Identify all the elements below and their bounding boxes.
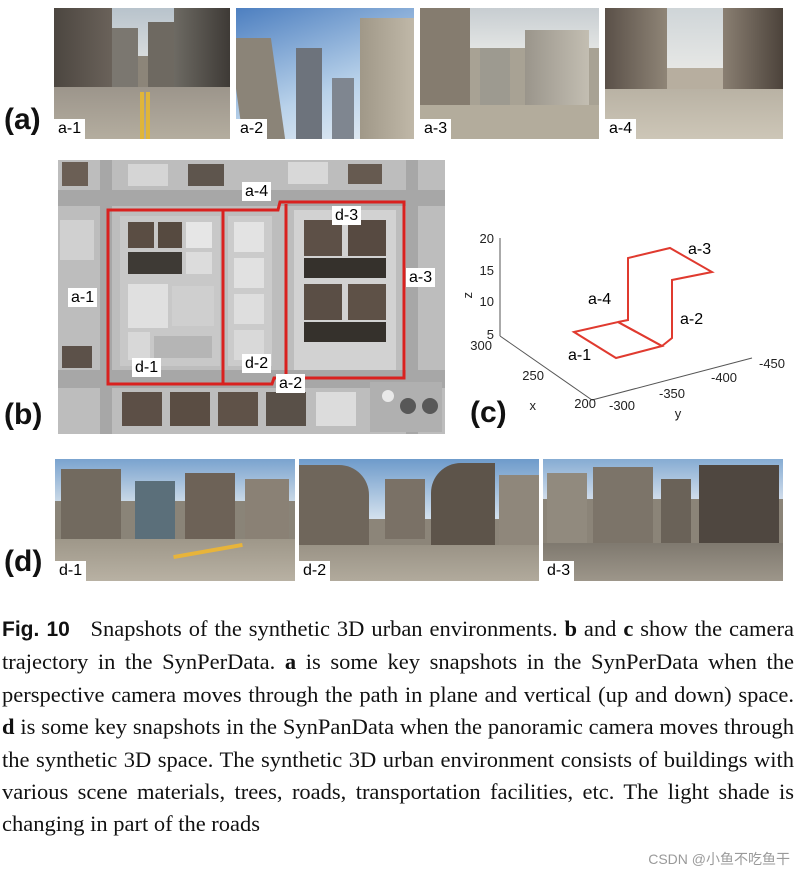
map-label-d-3: d-3 (332, 206, 362, 225)
caption-paragraph: Fig. 10 Snapshots of the synthetic 3D ur… (2, 613, 794, 841)
figure-caption: Fig. 10 Snapshots of the synthetic 3D ur… (2, 613, 794, 841)
trajectory-map: a-4 d-3 a-3 a-1 d-1 d-2 a-2 (58, 160, 445, 434)
plot-label-a-3: a-3 (688, 241, 711, 258)
panel-c-letter: (c) (470, 396, 507, 429)
x-axis-label: x (530, 398, 537, 413)
z-tick: 15 (480, 263, 494, 278)
x-axis: 300 250 200 x (470, 338, 596, 413)
trajectory-path (571, 246, 715, 360)
caption-text: Snapshots of the synthetic 3D urban envi… (90, 616, 565, 641)
trajectory-3d-plot: 20 15 10 5 z 300 250 200 x -300 -350 -40… (462, 231, 785, 421)
map-label-d-1: d-1 (132, 358, 162, 377)
caption-ref-d: d (2, 714, 15, 740)
y-tick: -300 (609, 398, 635, 413)
caption-ref-b: b (564, 616, 577, 641)
z-tick: 10 (480, 294, 494, 309)
plot-label-a-1: a-1 (568, 347, 591, 364)
snapshot-label: a-3 (420, 119, 452, 139)
snapshot-a-3: a-3 (420, 8, 599, 139)
panorama-label: d-2 (299, 561, 331, 581)
y-axis-label: y (675, 406, 682, 421)
watermark: CSDN @小鱼不吃鱼干 (648, 851, 790, 867)
map-label-a-4: a-4 (242, 182, 272, 201)
panel-a-letter: (a) (4, 103, 41, 136)
y-tick: -400 (711, 370, 737, 385)
snapshot-label: a-2 (236, 119, 268, 139)
snapshot-label: a-1 (54, 119, 86, 139)
caption-ref-a: a (284, 649, 297, 675)
z-axis: 20 15 10 5 z (462, 231, 494, 342)
caption-ref-c: c (623, 616, 634, 641)
panorama-label: d-3 (543, 561, 575, 581)
snapshot-a-4: a-4 (605, 8, 783, 139)
panel-d-letter: (d) (4, 545, 43, 578)
snapshot-label: a-4 (605, 119, 637, 139)
map-label-d-2: d-2 (242, 354, 272, 373)
panorama-d-3: d-3 (543, 459, 783, 581)
snapshot-a-2: a-2 (236, 8, 414, 139)
z-axis-label: z (462, 292, 475, 299)
plot-label-a-4: a-4 (588, 291, 611, 308)
map-label-a-2: a-2 (276, 374, 306, 393)
y-axis: -300 -350 -400 -450 y (609, 356, 785, 421)
plot-label-a-2: a-2 (680, 311, 703, 328)
x-tick: 250 (522, 368, 544, 383)
panorama-d-1: d-1 (55, 459, 295, 581)
z-tick: 20 (480, 231, 494, 246)
caption-text: and (577, 616, 624, 641)
panorama-d-2: d-2 (299, 459, 539, 581)
map-label-a-1: a-1 (68, 288, 98, 307)
z-tick: 5 (487, 327, 494, 342)
panorama-label: d-1 (55, 561, 87, 581)
x-tick: 300 (470, 338, 492, 353)
caption-text: is some key snapshots in the SynPanData … (2, 714, 794, 837)
x-tick: 200 (574, 396, 596, 411)
figure-number: Fig. 10 (2, 618, 70, 641)
trajectory-annotations: a-1 a-2 a-3 a-4 (568, 241, 711, 364)
caption-text: show the camera trajectory in the SynPer… (2, 616, 794, 675)
snapshot-a-1: a-1 (54, 8, 230, 139)
caption-text: is some key snapshots in the SynPerData … (2, 649, 795, 707)
map-label-a-3: a-3 (406, 268, 436, 287)
y-tick: -450 (759, 356, 785, 371)
y-tick: -350 (659, 386, 685, 401)
map-drawing (58, 160, 445, 434)
panel-b-letter: (b) (4, 398, 43, 431)
